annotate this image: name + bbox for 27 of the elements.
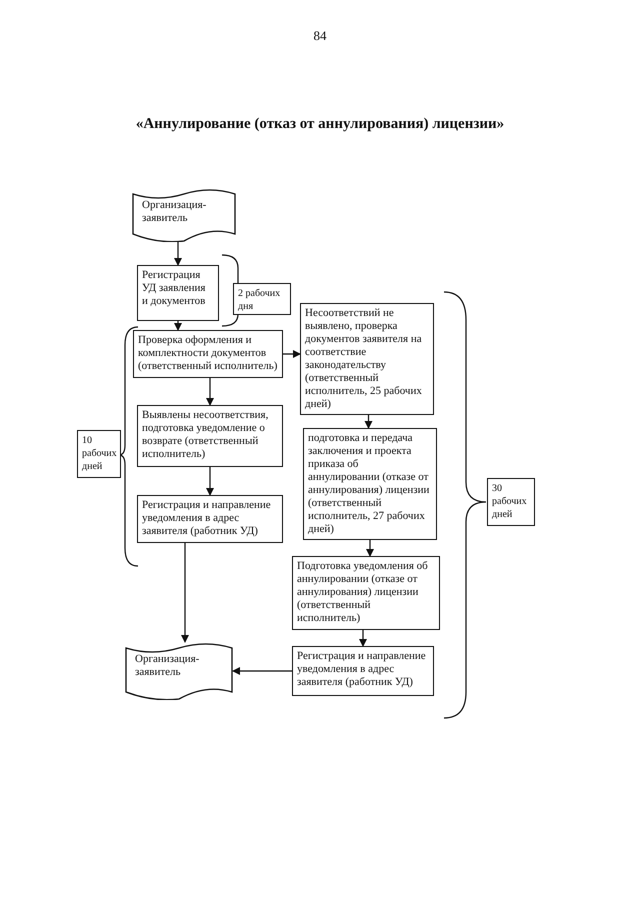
process-box: Подготовка уведомления об аннулировании (отказе от аннулирования) лицензии (ответственный исполнитель) <box>292 556 440 630</box>
arrow <box>232 667 292 675</box>
process-box: Регистрация и направление уведомления в адрес заявителя (работник УД) <box>137 495 283 543</box>
arrow <box>181 543 189 643</box>
document-shape <box>132 188 236 242</box>
process-box: Регистрация УД заявления и документов <box>137 265 219 321</box>
arrow <box>283 350 301 358</box>
arrow <box>359 630 367 647</box>
arrow <box>174 321 182 331</box>
duration-note: 10 рабочих дней <box>77 430 121 478</box>
duration-note: 2 рабочих дня <box>233 283 291 315</box>
arrow <box>206 467 214 496</box>
node-label: Организация-заявитель <box>141 198 208 226</box>
process-box: Регистрация и направление уведомления в адрес заявителя (работник УД) <box>292 646 434 696</box>
arrow <box>174 242 182 266</box>
diagram-title: «Аннулирование (отказ от аннулирования) лицензии» <box>134 116 506 133</box>
process-box: Выявлены несоответствия, подготовка уведомление о возврате (ответственный исполнитель) <box>137 405 283 467</box>
document-shape <box>125 642 233 700</box>
process-box: Несоответствий не выявлено, проверка документов заявителя на соответствие законодательству (ответственный исполнитель, 25 рабочих дней) <box>300 303 434 415</box>
arrow <box>206 378 214 406</box>
arrow <box>366 540 374 557</box>
process-box: подготовка и передача заключения и проекта приказа об аннулировании (отказе от аннулирования) лицензии (ответственный исполнитель, 27 рабочих дней) <box>303 428 437 540</box>
duration-note: 30 рабочих дней <box>487 478 535 526</box>
node-label: Организация-заявитель <box>134 652 200 680</box>
arrow <box>364 415 372 429</box>
page-number: 84 <box>312 28 328 44</box>
process-box: Проверка оформления и комплектности документов (ответственный исполнитель) <box>133 330 283 378</box>
